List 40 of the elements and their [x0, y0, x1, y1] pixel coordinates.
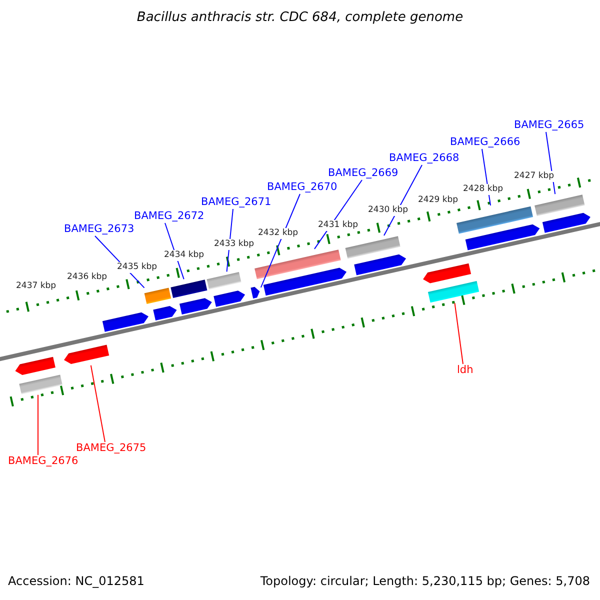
gene-drawing — [254, 250, 347, 296]
gene-drawing — [170, 280, 212, 315]
scale-label: 2432 kbp — [258, 228, 298, 239]
gene-label: BAMEG_2676 — [8, 455, 78, 468]
scale-label: 2427 kbp — [514, 171, 554, 182]
leader-line — [90, 364, 106, 442]
gene-label: BAMEG_2670 — [267, 181, 338, 194]
gene-drawing — [345, 236, 406, 276]
gene-label: BAMEG_2665 — [514, 119, 584, 132]
gene-label: BAMEG_2669 — [328, 167, 398, 180]
gene-drawing — [144, 288, 177, 320]
gene-drawing — [250, 286, 260, 298]
leader-line — [260, 194, 300, 288]
scale-label: 2429 kbp — [418, 195, 458, 206]
scale-label: 2430 kbp — [368, 205, 408, 216]
scale-label: 2437 kbp — [16, 281, 56, 292]
scale-label: 2431 kbp — [318, 220, 358, 231]
gene-drawing — [534, 194, 590, 233]
gene-drawing — [64, 344, 110, 364]
scale-label: 2428 kbp — [463, 184, 504, 195]
gene-drawing — [423, 263, 480, 303]
gene-label: ldh — [457, 364, 474, 377]
gene-label: BAMEG_2666 — [450, 136, 520, 149]
scale-label: 2433 kbp — [214, 239, 254, 250]
gene-label: BAMEG_2673 — [64, 223, 134, 236]
title: Bacillus anthracis str. CDC 684, complete genome — [136, 10, 464, 25]
scale-label: 2434 kbp — [164, 250, 204, 261]
accession-text: Accession: NC_012581 — [8, 574, 144, 588]
gene-drawing — [456, 206, 540, 250]
gene-label: BAMEG_2668 — [389, 152, 460, 165]
gene-drawing — [15, 356, 63, 395]
gene-drawing — [206, 272, 246, 307]
gene-label: BAMEG_2671 — [201, 196, 272, 209]
gene-label: BAMEG_2675 — [76, 442, 146, 455]
scale-label: 2436 kbp — [67, 272, 108, 283]
scale-label: 2435 kbp — [117, 262, 158, 273]
gene-drawing — [102, 312, 148, 332]
gene-label: BAMEG_2672 — [134, 210, 204, 223]
genome-summary: Topology: circular; Length: 5,230,115 bp; Genes: 5,708 — [260, 574, 590, 588]
leader-line — [454, 302, 464, 364]
